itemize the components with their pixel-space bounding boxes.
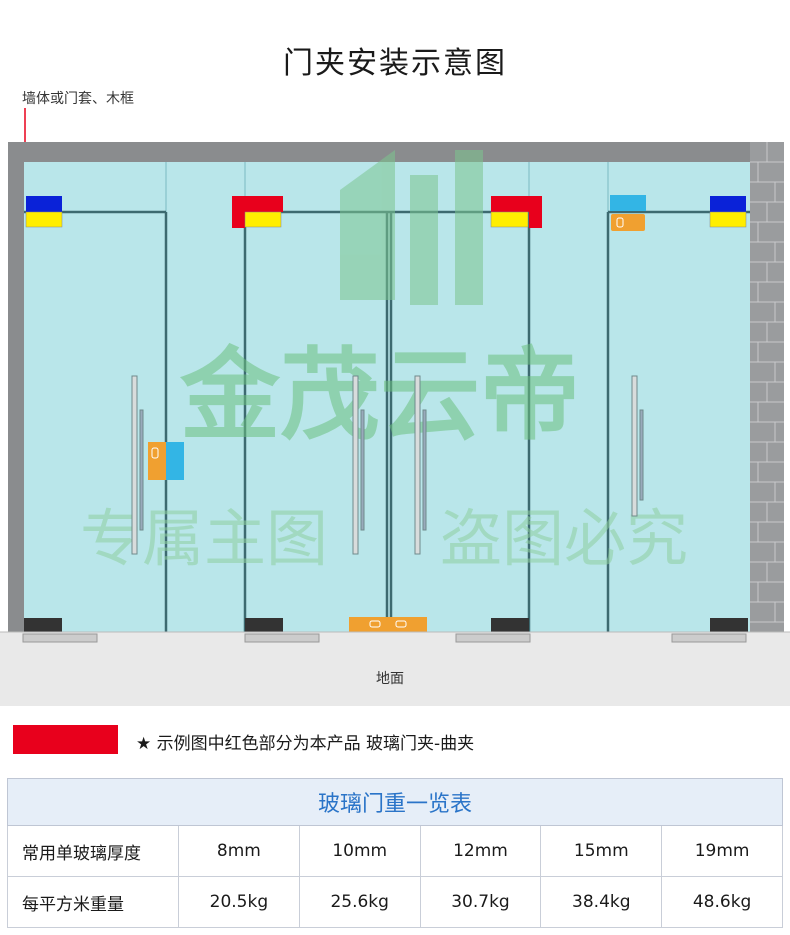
legend-color-swatch [13, 725, 118, 754]
table-cell: 8mm [178, 825, 300, 877]
wall-top [8, 142, 750, 162]
floor-plates [22, 633, 747, 643]
door-installation-diagram: 金茂云帝 专属主图 盗图必究 [0, 108, 790, 706]
table-row: 常用单玻璃厚度 8mm 10mm 12mm 15mm 19mm [7, 825, 783, 877]
ground [0, 632, 790, 706]
table-cell: 25.6kg [298, 876, 421, 928]
table-caption-row: 玻璃门重一览表 [7, 778, 783, 826]
side-lock [148, 442, 184, 480]
table-cell: 10mm [298, 825, 421, 877]
table-row: 每平方米重量 20.5kg 25.6kg 30.7kg 38.4kg 48.6k… [7, 876, 783, 928]
wall-label: 墙体或门套、木框 [22, 91, 134, 107]
table-caption: 玻璃门重一览表 [7, 778, 783, 826]
top-clamp-red-right [490, 196, 542, 228]
top-left-fitting [25, 196, 63, 228]
table-cell: 19mm [661, 825, 783, 877]
table-cell: 48.6kg [661, 876, 783, 928]
ground-label: 地面 [376, 671, 404, 687]
top-right-fitting [709, 196, 747, 228]
brick-wall [750, 142, 784, 632]
top-clamp-red-left [232, 196, 283, 228]
table-cell: 12mm [419, 825, 542, 877]
watermark: 金茂云帝 专属主图 盗图必究 [80, 150, 688, 575]
floor-pivots [24, 618, 748, 632]
legend-text: ★ 示例图中红色部分为本产品 玻璃门夹-曲夹 [136, 734, 475, 754]
table-cell: 20.5kg [178, 876, 300, 928]
table-cell: 30.7kg [419, 876, 542, 928]
bottom-lock [349, 617, 427, 632]
table-cell: 38.4kg [540, 876, 663, 928]
door-handles [131, 375, 644, 555]
svg-text:盗图必究: 盗图必究 [440, 502, 688, 575]
top-right-clamp-cyan [610, 195, 646, 231]
table-cell: 常用单玻璃厚度 [7, 825, 179, 877]
table-cell: 15mm [540, 825, 663, 877]
svg-text:专属主图: 专属主图 [80, 502, 328, 575]
page-title: 门夹安装示意图 [283, 46, 507, 81]
table-cell: 每平方米重量 [7, 876, 179, 928]
wall-left [8, 142, 24, 632]
svg-text:金茂云帝: 金茂云帝 [179, 337, 580, 454]
glass-door-weight-table: 玻璃门重一览表 常用单玻璃厚度 8mm 10mm 12mm 15mm 19mm … [7, 778, 783, 928]
